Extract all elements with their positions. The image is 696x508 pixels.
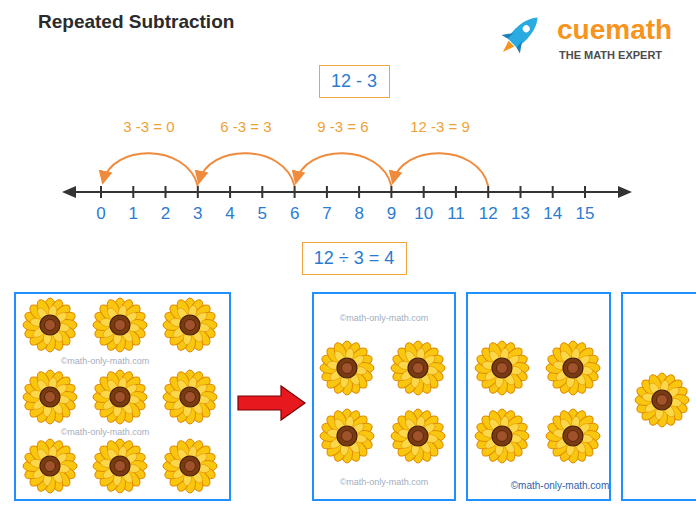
logo-tagline: THE MATH EXPERT <box>559 49 662 62</box>
watermark: ©math-only-math.com <box>511 480 610 492</box>
logo-name: cuemath <box>557 14 672 46</box>
equation-box: 12 - 3 <box>319 65 390 98</box>
tick-number: 7 <box>322 204 331 224</box>
watermark: ©math-only-math.com <box>61 427 150 437</box>
tick-number: 13 <box>511 204 530 224</box>
tick-number: 10 <box>414 204 433 224</box>
group-boxes <box>15 293 696 500</box>
equation-box: 12 ÷ 3 = 4 <box>302 242 407 275</box>
number-line <box>62 186 632 198</box>
tick-number: 1 <box>129 204 138 224</box>
tick-number: 9 <box>387 204 396 224</box>
tick-number: 3 <box>193 204 202 224</box>
jump-label: 9 -3 = 6 <box>317 118 368 135</box>
tick-number: 5 <box>258 204 267 224</box>
logo-rocket <box>494 8 547 61</box>
tick-number: 12 <box>479 204 498 224</box>
jump-arcs <box>103 153 488 186</box>
diagram-title: Repeated Subtraction <box>38 11 234 33</box>
tick-number: 6 <box>290 204 299 224</box>
tick-number: 15 <box>576 204 595 224</box>
equation-text: 12 ÷ 3 = 4 <box>314 248 394 269</box>
sunflowers <box>23 298 689 493</box>
tick-number: 8 <box>354 204 363 224</box>
jump-label: 12 -3 = 9 <box>410 118 470 135</box>
watermark: ©math-only-math.com <box>61 356 150 366</box>
jump-label: 3 -3 = 0 <box>123 118 174 135</box>
tick-number: 14 <box>543 204 562 224</box>
watermark: ©math-only-math.com <box>340 313 429 323</box>
red-arrow <box>238 386 305 420</box>
tick-number: 4 <box>225 204 234 224</box>
equation-text: 12 - 3 <box>331 71 377 92</box>
tick-number: 11 <box>447 204 465 224</box>
watermark: ©math-only-math.com <box>340 477 429 487</box>
jump-label: 6 -3 = 3 <box>220 118 271 135</box>
tick-number: 2 <box>161 204 170 224</box>
tick-number: 0 <box>96 204 105 224</box>
